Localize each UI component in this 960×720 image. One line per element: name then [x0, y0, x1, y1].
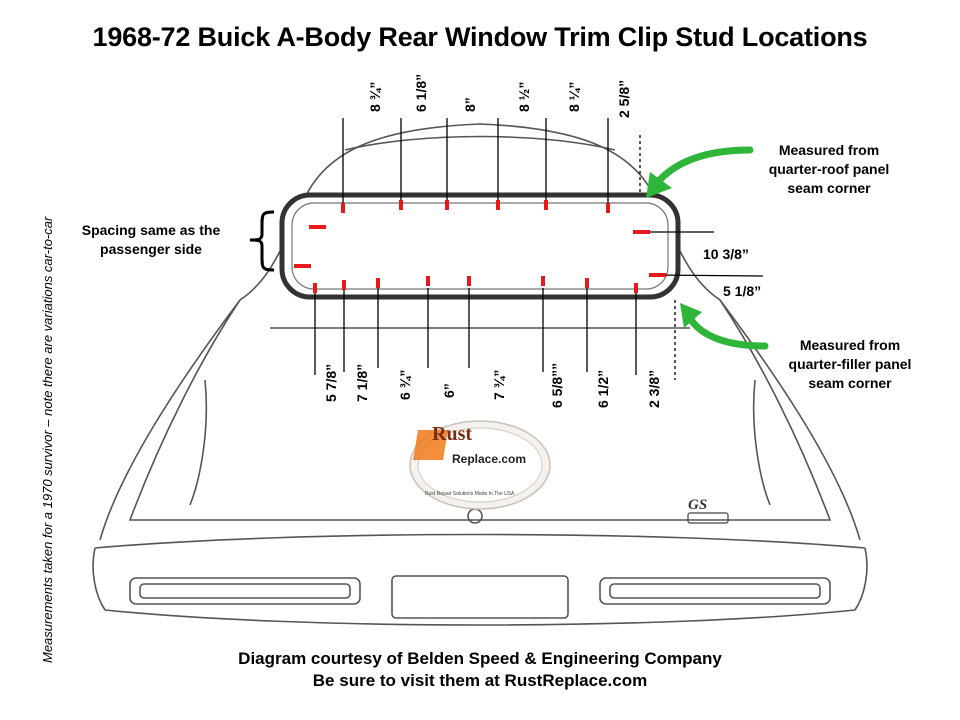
logo-text-rust: Rust [432, 423, 473, 445]
seam-reference-lines [639, 135, 676, 380]
trunk-lock [467, 508, 483, 524]
trunk-lid-edge [189, 379, 208, 506]
measurement-top-3: 8” [462, 97, 478, 112]
callout-left-line: passenger side [100, 241, 202, 257]
gs-badge-text: GS [688, 497, 708, 513]
callout-bottom-right-line: quarter-filler panel [788, 356, 912, 372]
green-arrow-icon-bottom-head [680, 303, 702, 328]
measurement-bottom-7: 6 1/2” [595, 369, 611, 408]
measurement-bottom-4: 6” [441, 383, 457, 398]
taillight-left [129, 577, 361, 605]
bottom-dimension-lines [314, 288, 637, 375]
roof-outline [299, 123, 661, 211]
measurement-right-lower: 5 1/8” [723, 283, 762, 299]
callout-top-right-line: quarter-roof panel [768, 161, 890, 177]
callout-left: Spacing same as the passenger side [66, 221, 236, 259]
footer-credits: Diagram courtesy of Belden Speed & Engin… [0, 648, 960, 692]
measurement-top-4: 8 ½” [516, 81, 532, 112]
bumper-bottom [104, 609, 856, 626]
measurement-right-upper: 10 3/8” [703, 246, 749, 262]
right-dimension-lines [640, 231, 764, 277]
page-title: 1968-72 Buick A-Body Rear Window Trim Cl… [92, 22, 868, 52]
measurement-top-1: 8 ¾” [367, 81, 383, 112]
measurement-top-6: 2 5/8” [616, 79, 632, 118]
quarter-right [719, 299, 861, 541]
rust-replace-logo [409, 420, 551, 510]
side-note: Measurements taken for a 1970 survivor –… [40, 216, 55, 663]
clip-stud-markers [294, 200, 666, 293]
license-plate-recess [391, 575, 569, 619]
callout-top-right-line: Measured from [778, 142, 880, 158]
gs-badge [687, 512, 729, 524]
callout-top-right: Measured from quarter-roof panel seam co… [745, 141, 913, 198]
trunk-lid-edge-r [752, 379, 771, 506]
measurement-bottom-5: 7 ¾” [491, 369, 507, 400]
footer-line-1: Diagram courtesy of Belden Speed & Engin… [238, 649, 722, 668]
callout-left-line: Spacing same as the [81, 222, 221, 238]
measurement-top-5: 8 ¼” [566, 81, 582, 112]
taillight-right-inner [609, 583, 821, 599]
footer-line-2: Be sure to visit them at RustReplace.com [312, 671, 648, 690]
measurement-bottom-6: 6 5/8”” [549, 362, 565, 408]
left-brace-icon [249, 210, 275, 272]
green-arrow-icon-top [653, 146, 754, 187]
logo-tagline: Rust Repair Solutions Made In The USA [425, 491, 515, 497]
taillight-left-inner [139, 583, 351, 599]
right-dim-line-lower [651, 274, 764, 277]
measurement-bottom-1: 5 7/8” [323, 363, 339, 402]
callout-bottom-right: Measured from quarter-filler panel seam … [766, 336, 934, 393]
measurement-bottom-2: 7 1/8” [354, 363, 370, 402]
callout-bottom-right-line: Measured from [799, 337, 901, 353]
measurement-bottom-8: 2 3/8” [646, 369, 662, 408]
callout-bottom-right-line: seam corner [808, 375, 892, 391]
taillight-right [599, 577, 831, 605]
rear-window-inner [291, 202, 669, 290]
bumper-left-end [92, 547, 106, 611]
measurement-bottom-3: 6 ¾” [397, 369, 413, 400]
bumper-right-end [854, 547, 868, 611]
quarter-left [99, 299, 241, 541]
top-dimension-lines [342, 118, 609, 205]
green-arrow-icon-top-head [646, 172, 672, 198]
callout-top-right-line: seam corner [787, 180, 871, 196]
bumper-top [94, 533, 866, 549]
roof-inner-line [344, 135, 616, 151]
measurement-top-2: 6 1/8” [413, 73, 429, 112]
green-arrow-icon-bottom [686, 314, 769, 350]
logo-text-replace: Replace.com [452, 452, 527, 466]
